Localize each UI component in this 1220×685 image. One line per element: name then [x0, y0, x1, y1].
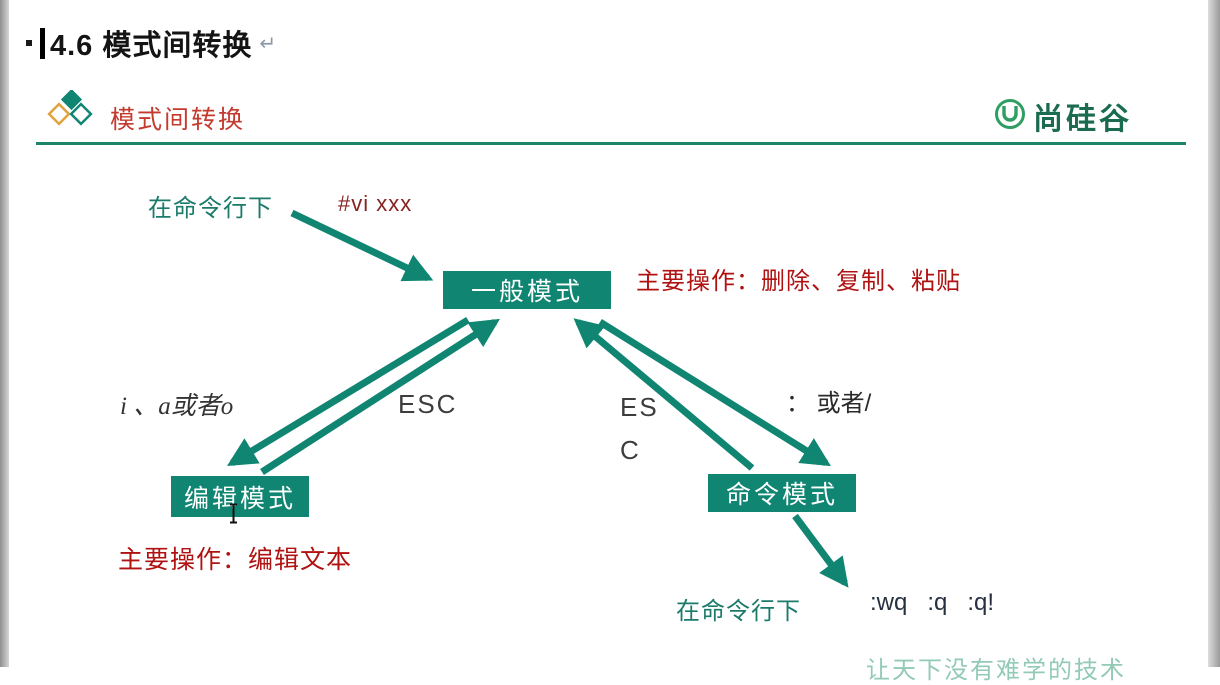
doc-title-row[interactable]: 4.6 模式间转换 ↵	[26, 22, 276, 64]
brand-logo-text: 尚硅谷	[1033, 103, 1132, 136]
text-cursor-bar	[40, 27, 45, 59]
window-right-edge	[1208, 0, 1220, 667]
label-esc-left: ESC	[398, 389, 458, 419]
arrow-command-to-cmdline	[792, 513, 849, 588]
brand-logo-icon	[992, 96, 1028, 137]
node-command-mode: 命令模式	[708, 474, 856, 512]
outline-bullet-icon	[26, 40, 32, 46]
label-colon-or-slash: ： 或者/	[786, 390, 872, 417]
node-edit-mode: 编辑模式	[171, 476, 309, 517]
header-divider	[36, 142, 1186, 145]
label-insert-keys: i 、a或者o	[120, 393, 234, 420]
section-title: 模式间转换	[110, 106, 246, 134]
arrow-edit-to-general-esc	[260, 318, 500, 475]
paragraph-return-mark: ↵	[259, 32, 277, 55]
label-general-operations: 主要操作：删除、复制、粘贴	[636, 268, 961, 295]
label-save-quit-commands: :wq :q :q!	[870, 589, 995, 616]
label-vi-command: #vi xxx	[338, 191, 413, 216]
page-title: 4.6 模式间转换	[50, 30, 253, 62]
label-edit-operations: 主要操作：编辑文本	[118, 546, 353, 574]
label-command-line-top: 在命令行下	[148, 195, 273, 222]
brand-logo: 尚硅谷	[992, 94, 1132, 138]
label-esc-right: ES C	[620, 392, 659, 465]
watermark-text: 让天下没有难学的技术	[866, 657, 1126, 684]
arrow-command-to-general-esc	[573, 318, 755, 471]
ibeam-cursor-icon	[227, 503, 240, 529]
diamond-decoration-icon	[44, 88, 100, 143]
node-general-mode: 一般模式	[443, 271, 611, 309]
arrow-vi-to-general	[290, 209, 434, 282]
window-left-edge	[0, 0, 9, 667]
label-command-line-bottom: 在命令行下	[676, 598, 801, 625]
